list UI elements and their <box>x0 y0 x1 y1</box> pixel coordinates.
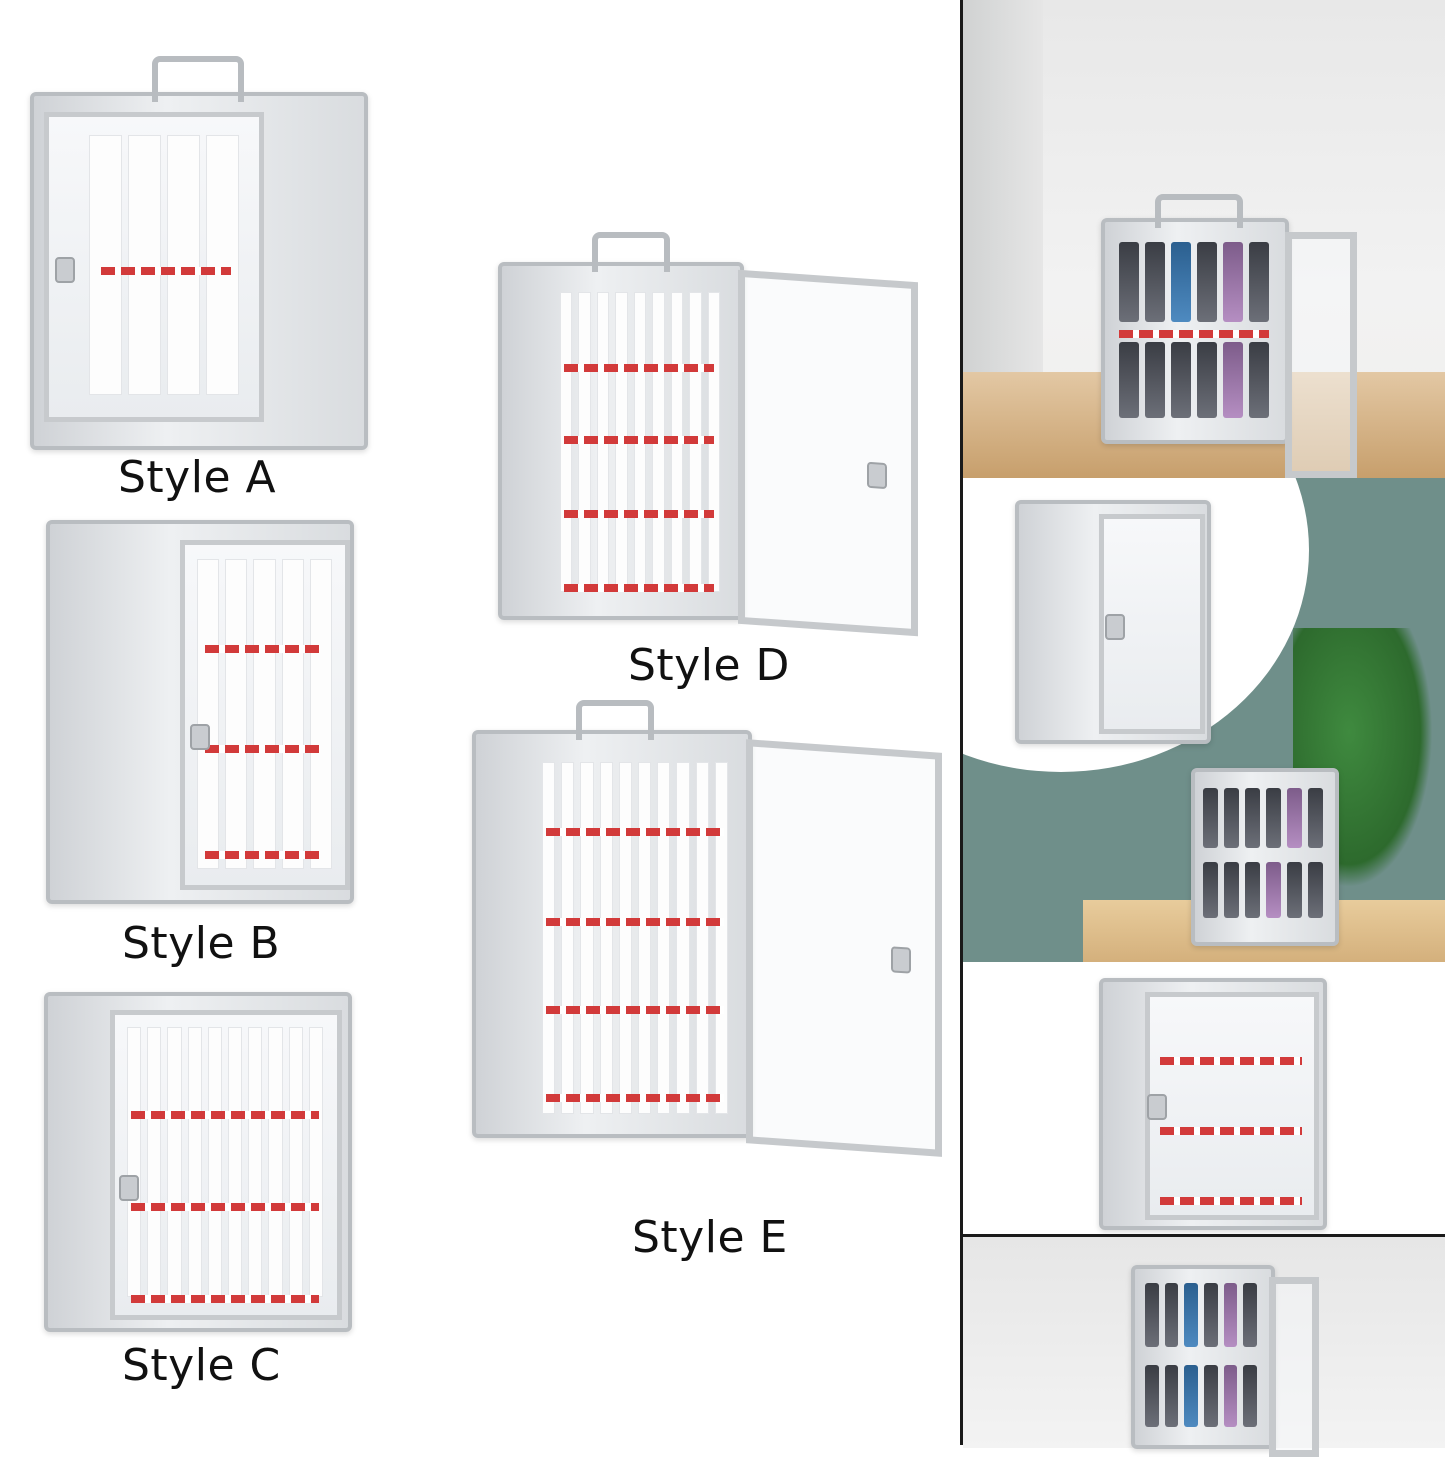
style-b-label: Style B <box>122 918 281 969</box>
lock-icon <box>867 461 887 490</box>
photo-panel-4 <box>963 1234 1445 1457</box>
lock-icon <box>1147 1094 1167 1120</box>
style-e-label: Style E <box>632 1212 788 1263</box>
photo-panel-3 <box>963 962 1445 1234</box>
lock-icon <box>119 1175 139 1201</box>
glass-door <box>44 112 264 422</box>
cabinet-with-phones <box>1191 768 1339 946</box>
style-b-cabinet <box>46 520 354 904</box>
style-c-cabinet <box>44 992 352 1332</box>
column-divider <box>960 0 963 1445</box>
lock-icon <box>1105 614 1125 640</box>
style-c-cabinet-photo <box>1099 978 1327 1230</box>
glass-door <box>110 1010 342 1320</box>
style-e-cabinet <box>472 700 752 1138</box>
handle <box>576 700 654 740</box>
lock-icon <box>891 946 911 974</box>
handle <box>152 56 244 102</box>
photo-panel-1 <box>963 0 1445 478</box>
style-a-cabinet <box>30 56 368 450</box>
cabinet-with-phones <box>1101 194 1289 444</box>
style-d-cabinet <box>498 232 744 620</box>
lock-icon <box>190 724 210 750</box>
style-d-label: Style D <box>628 640 790 691</box>
lock-icon <box>55 257 75 283</box>
glass-door <box>180 540 350 890</box>
photo-panel-2 <box>963 478 1445 962</box>
handle <box>592 232 670 272</box>
style-c-label: Style C <box>122 1340 281 1391</box>
style-d-open-door <box>738 269 918 637</box>
style-a-label: Style A <box>118 452 277 503</box>
style-e-open-door <box>746 739 942 1157</box>
cabinet-with-phones <box>1131 1265 1275 1449</box>
small-cabinet <box>1015 500 1211 744</box>
